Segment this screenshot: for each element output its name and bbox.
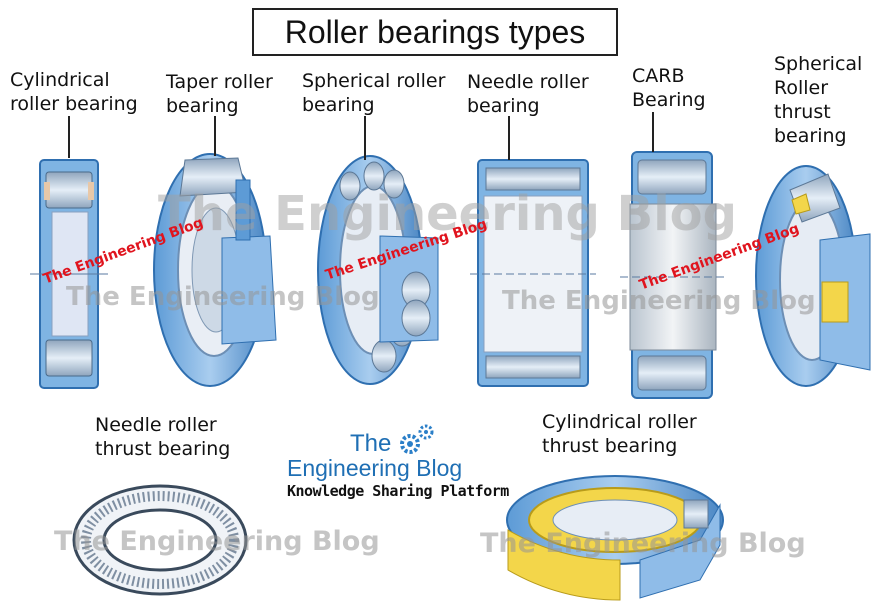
spherical-roller-thrust-bearing-drawing xyxy=(755,165,871,387)
watermark-bottom-right: The Engineering Blog xyxy=(480,528,806,559)
gear-icon xyxy=(400,424,434,454)
leader-cylindrical xyxy=(68,116,70,158)
watermark-bottom-left: The Engineering Blog xyxy=(54,526,380,557)
leader-carb xyxy=(652,112,654,152)
label-cylindrical-roller-bearing: Cylindrical roller bearing xyxy=(10,69,138,115)
leader-taper xyxy=(214,116,216,156)
logo-tagline: Knowledge Sharing Platform xyxy=(287,482,509,500)
diagram-title: Roller bearings types xyxy=(252,8,618,56)
label-needle-roller-bearing: Needle roller bearing xyxy=(467,71,589,117)
cylindrical-roller-bearing-drawing xyxy=(30,159,108,389)
taper-roller-bearing-drawing xyxy=(153,153,277,387)
label-cylindrical-roller-thrust-bearing: Cylindrical roller thrust bearing xyxy=(542,411,697,457)
label-spherical-roller-bearing: Spherical roller bearing xyxy=(302,70,446,116)
watermark-left: The Engineering Blog xyxy=(66,282,380,312)
carb-bearing-drawing xyxy=(620,151,724,399)
needle-roller-bearing-drawing xyxy=(470,159,596,387)
watermark-right: The Engineering Blog xyxy=(502,286,816,316)
cylindrical-roller-thrust-bearing-drawing xyxy=(506,475,724,601)
logo-name: Engineering Blog xyxy=(287,455,463,481)
label-carb-bearing: CARB Bearing xyxy=(632,65,706,111)
leader-needle xyxy=(508,116,510,160)
logo-the: The xyxy=(350,430,392,457)
watermark-large-center: The Engineering Blog xyxy=(158,186,737,242)
needle-roller-thrust-bearing-drawing xyxy=(72,484,248,596)
label-taper-roller-bearing: Taper roller bearing xyxy=(166,71,273,117)
spherical-roller-bearing-drawing xyxy=(317,155,439,385)
leader-spherical xyxy=(364,116,366,160)
label-needle-roller-thrust-bearing: Needle roller thrust bearing xyxy=(95,414,231,460)
label-spherical-roller-thrust-bearing: Spherical Roller thrust bearing xyxy=(774,53,863,147)
